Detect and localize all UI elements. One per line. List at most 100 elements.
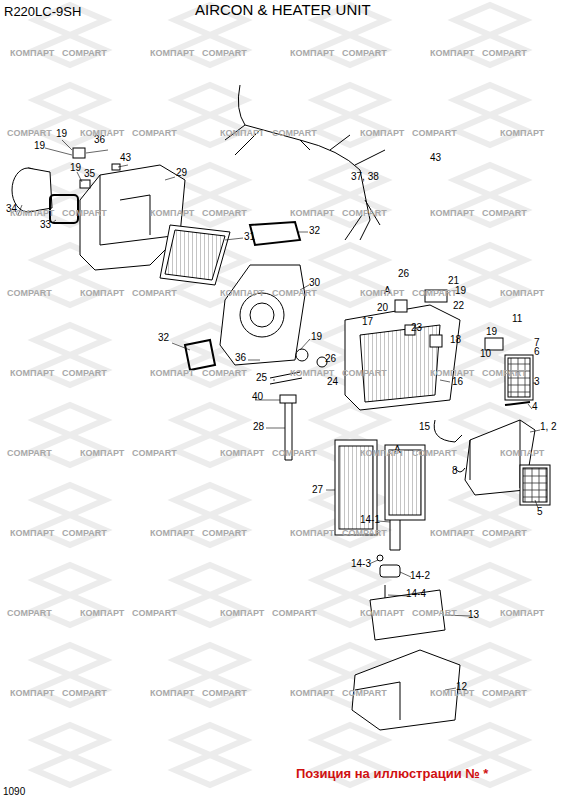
watermark-text: COMPART (62, 688, 107, 699)
watermark-text: COMPART (202, 368, 247, 379)
callout-number: 6 (534, 346, 540, 357)
watermark-text: КОМПАРТ (290, 528, 334, 539)
callout-number: 22 (453, 300, 464, 311)
diagram-title: AIRCON & HEATER UNIT (195, 1, 371, 18)
callout-number: 19 (70, 162, 81, 173)
callout-number: 26 (398, 268, 409, 279)
watermark-text: КОМПАРТ (80, 288, 124, 299)
note-caption: Позиция на иллюстрации № * (296, 768, 488, 779)
watermark-text: COMPART (342, 48, 387, 59)
callout-number: 29 (176, 167, 187, 178)
watermark-text: COMPART (272, 128, 317, 139)
callout-number: 8 (452, 465, 458, 476)
watermark-text: COMPART (62, 368, 107, 379)
watermark-text: COMPART (482, 48, 527, 59)
watermark-text: КОМПАРТ (220, 288, 264, 299)
watermark-text: COMPART (7, 448, 52, 459)
callout-number: 14-3 (351, 558, 371, 569)
watermark-text: КОМПАРТ (500, 128, 544, 139)
callout-number: 19 (56, 128, 67, 139)
watermark-text: КОМПАРТ (10, 208, 54, 219)
watermark-text: КОМПАРТ (220, 128, 264, 139)
callout-number: 31 (244, 231, 255, 242)
watermark-text: COMPART (7, 128, 52, 139)
watermark-text: КОМПАРТ (290, 688, 334, 699)
watermark-text: КОМПАРТ (220, 448, 264, 459)
callout-number: 20 (377, 302, 388, 313)
watermark-text: КОМПАРТ (430, 368, 474, 379)
callout-number: 43 (120, 152, 131, 163)
callout-number: 11 (512, 313, 522, 324)
watermark-text: COMPART (272, 448, 317, 459)
watermark-text: COMPART (412, 288, 457, 299)
page-number: 1090 (3, 786, 25, 797)
watermark-text: КОМПАРТ (150, 208, 194, 219)
callout-number: 18 (450, 334, 461, 345)
watermark-text: COMPART (272, 608, 317, 619)
callout-number: 43 (430, 152, 441, 163)
watermark-text: КОМПАРТ (150, 528, 194, 539)
callout-number: 19 (486, 326, 497, 337)
callout-number: 36 (235, 352, 246, 363)
watermark-text: COMPART (132, 288, 177, 299)
callout-number: 40 (252, 391, 263, 402)
watermark-text: КОМПАРТ (150, 48, 194, 59)
watermark-text: COMPART (412, 448, 457, 459)
callout-number: 32 (309, 225, 320, 236)
watermark-text: КОМПАРТ (290, 208, 334, 219)
watermark-text: КОМПАРТ (10, 528, 54, 539)
watermark-text: КОМПАРТ (430, 528, 474, 539)
watermark-text: КОМПАРТ (80, 448, 124, 459)
watermark-text: КОМПАРТ (360, 288, 404, 299)
callout-number: 37, 38 (351, 171, 379, 182)
callout-number: 33 (40, 219, 51, 230)
callout-number: 30 (309, 277, 320, 288)
watermark-text: КОМПАРТ (430, 48, 474, 59)
watermark-text: КОМПАРТ (430, 208, 474, 219)
callout-number: 15 (419, 421, 430, 432)
watermark-text: КОМПАРТ (430, 688, 474, 699)
watermark-text: КОМПАРТ (150, 368, 194, 379)
watermark-text: КОМПАРТ (10, 688, 54, 699)
watermark-text: COMPART (7, 288, 52, 299)
watermark-text: COMPART (202, 208, 247, 219)
watermark-text: КОМПАРТ (360, 608, 404, 619)
callout-number: 32 (158, 332, 169, 343)
watermark-text: COMPART (482, 208, 527, 219)
watermark-text: COMPART (342, 368, 387, 379)
callout-number: 5 (537, 506, 543, 517)
watermark-text: КОМПАРТ (290, 48, 334, 59)
callout-number: 21 (448, 275, 459, 286)
callout-number: 14-1 (360, 514, 380, 525)
callout-number: 28 (253, 421, 264, 432)
watermark-text: COMPART (132, 128, 177, 139)
watermark-text: КОМПАРТ (360, 448, 404, 459)
watermark-text: КОМПАРТ (150, 688, 194, 699)
watermark-text: КОМПАРТ (80, 128, 124, 139)
watermark-text: COMPART (202, 48, 247, 59)
watermark-text: COMPART (7, 608, 52, 619)
watermark-text: КОМПАРТ (10, 48, 54, 59)
watermark-text: КОМПАРТ (10, 368, 54, 379)
watermark-text: КОМПАРТ (290, 368, 334, 379)
watermark-text: COMPART (202, 528, 247, 539)
watermark-text: COMPART (132, 608, 177, 619)
callout-number: 14-4 (406, 588, 426, 599)
watermark-text: COMPART (132, 448, 177, 459)
callout-number: 10 (480, 348, 491, 359)
callout-number: 3 (534, 376, 540, 387)
watermark-text: КОМПАРТ (360, 128, 404, 139)
watermark-text: КОМПАРТ (500, 288, 544, 299)
watermark-text: COMPART (412, 608, 457, 619)
watermark-text: COMPART (62, 208, 107, 219)
watermark-text: COMPART (482, 368, 527, 379)
watermark-text: COMPART (482, 688, 527, 699)
callout-number: 19 (34, 140, 45, 151)
watermark-text: COMPART (342, 208, 387, 219)
watermark-text: КОМПАРТ (80, 608, 124, 619)
watermark-text: КОМПАРТ (500, 608, 544, 619)
callout-number: 35 (84, 168, 95, 179)
watermark-text: COMPART (482, 528, 527, 539)
